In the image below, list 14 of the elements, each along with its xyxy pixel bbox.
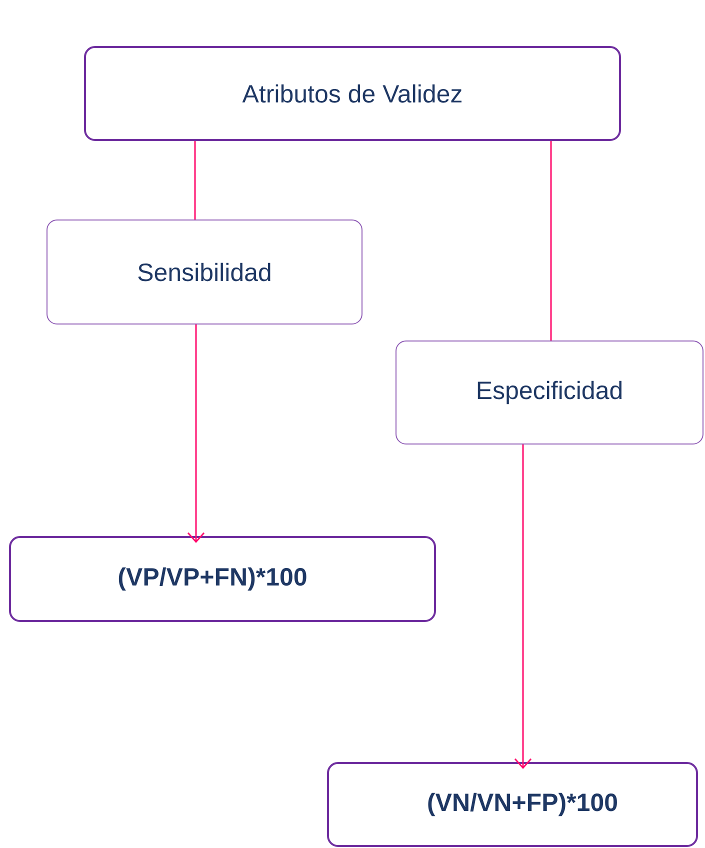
process-box [396, 340, 704, 444]
formula-box [327, 762, 698, 847]
connector-line [194, 141, 196, 220]
node-label: (VN/VN+FP)*100 [428, 792, 617, 816]
node-label: Especificidad [478, 380, 622, 404]
formula-box [9, 536, 436, 622]
connector-line [550, 141, 552, 340]
node-label: Sensibilidad [138, 262, 270, 282]
arrow [514, 444, 532, 769]
node-label: (VP/VP+FN)*100 [118, 567, 306, 591]
node-label: Atributos de Validez [242, 84, 462, 103]
process-box [84, 46, 621, 141]
process-box [46, 220, 362, 324]
arrow [187, 324, 205, 543]
